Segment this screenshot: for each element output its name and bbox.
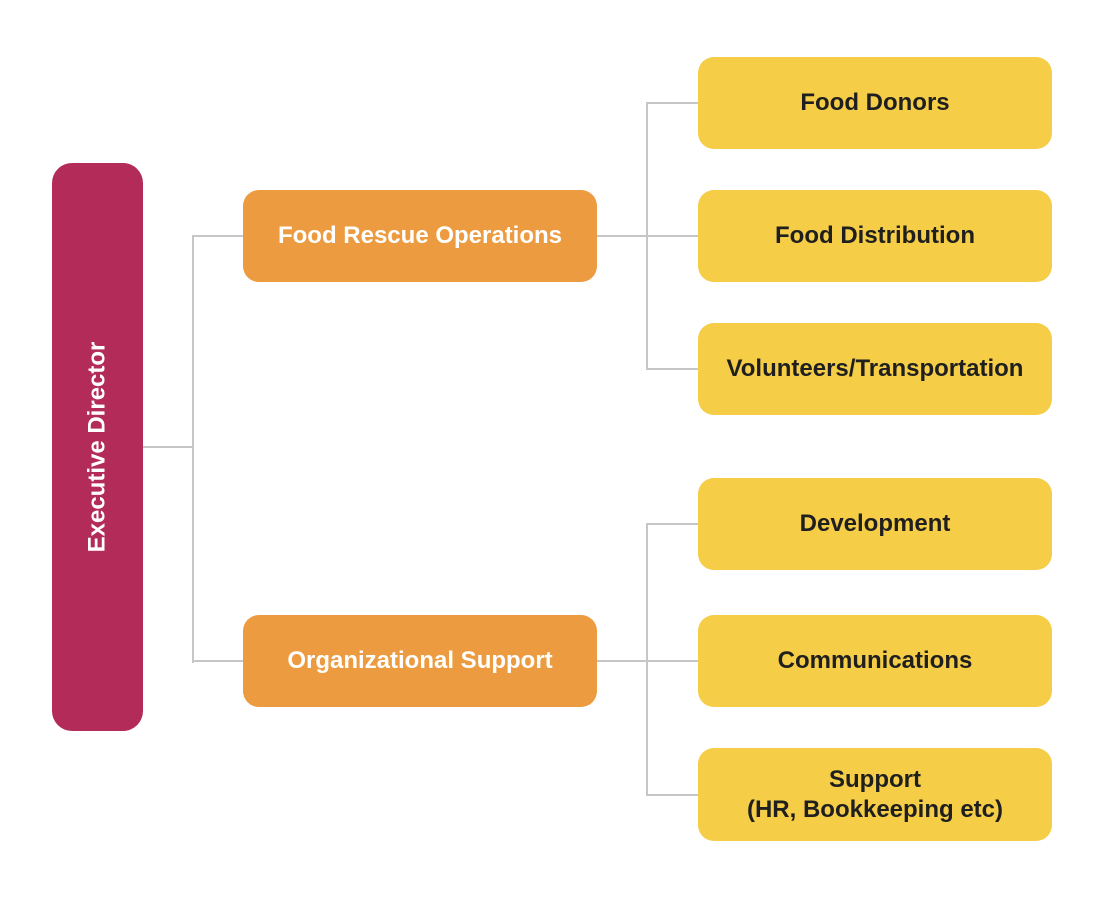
connector-to-leaf-3 bbox=[647, 368, 698, 370]
node-communications: Communications bbox=[698, 615, 1052, 707]
connector-root-bracket bbox=[192, 235, 194, 663]
connector-to-branch-1 bbox=[192, 235, 243, 237]
node-executive-director: Executive Director bbox=[52, 163, 143, 731]
node-food-rescue-operations: Food Rescue Operations bbox=[243, 190, 597, 282]
node-label: Food Distribution bbox=[775, 222, 975, 249]
node-label: Communications bbox=[777, 647, 973, 674]
connector-to-leaf-4 bbox=[647, 523, 698, 525]
node-label: Food Donors bbox=[800, 89, 950, 116]
node-food-donors: Food Donors bbox=[698, 57, 1052, 149]
connector-branch-2-bracket bbox=[646, 523, 648, 796]
node-label: Organizational Support bbox=[287, 647, 553, 674]
node-development: Development bbox=[698, 478, 1052, 570]
connector-root-trunk bbox=[143, 446, 193, 448]
connector-to-leaf-1 bbox=[647, 102, 698, 104]
connector-to-branch-2 bbox=[192, 660, 243, 662]
node-support-hr-bookkeeping: Support (HR, Bookkeeping etc) bbox=[698, 748, 1052, 841]
node-label: Executive Director bbox=[83, 341, 111, 553]
node-label: Development bbox=[799, 510, 951, 537]
connector-branch-1-bracket bbox=[646, 102, 648, 370]
node-food-distribution: Food Distribution bbox=[698, 190, 1052, 282]
node-volunteers-transportation: Volunteers/Transportation bbox=[698, 323, 1052, 415]
connector-to-leaf-6 bbox=[647, 794, 698, 796]
node-organizational-support: Organizational Support bbox=[243, 615, 597, 707]
node-label: Food Rescue Operations bbox=[277, 222, 563, 249]
node-label: Support (HR, Bookkeeping etc) bbox=[746, 765, 1004, 823]
node-label: Volunteers/Transportation bbox=[726, 355, 1024, 382]
